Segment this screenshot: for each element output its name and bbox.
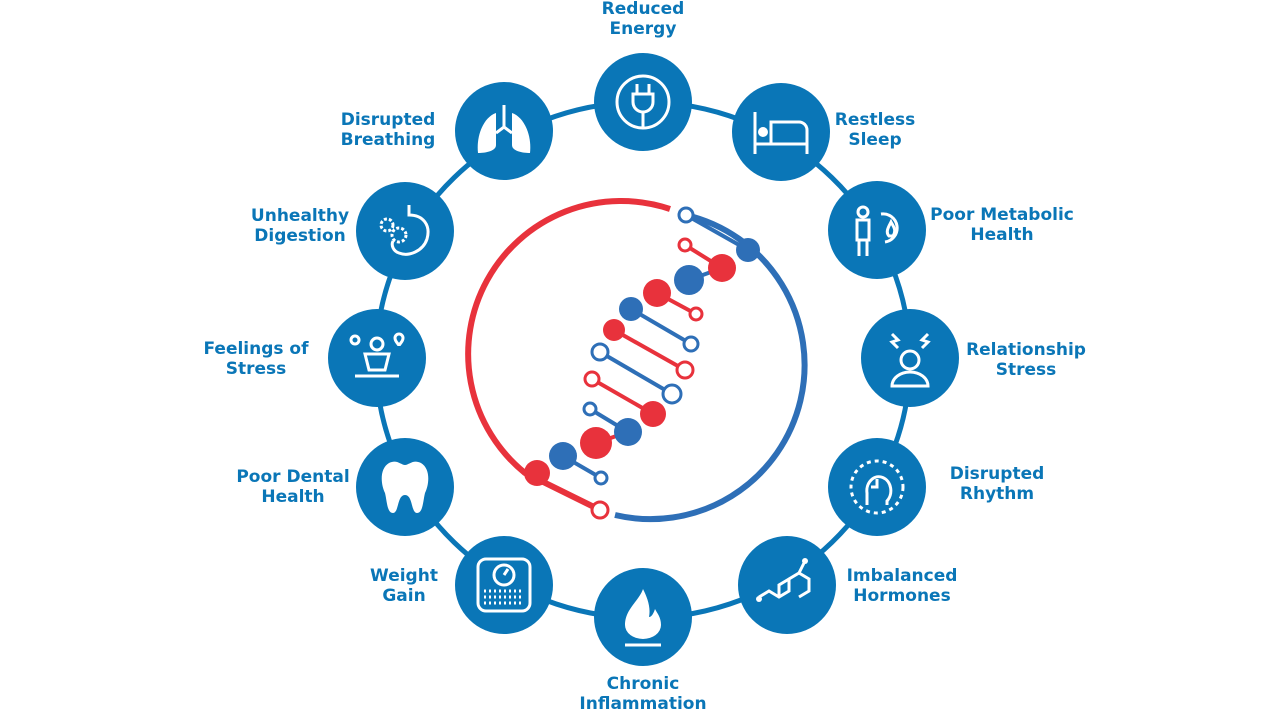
stressed-person-icon: [889, 332, 931, 388]
label-line: Digestion: [254, 226, 346, 246]
label-line: Weight: [370, 566, 438, 586]
label-line: Breathing: [340, 130, 436, 150]
node-disrupted-breathing: [455, 82, 553, 180]
bed-icon: [753, 112, 809, 154]
label-line: Relationship: [966, 340, 1086, 360]
scale-icon: [476, 557, 532, 613]
node-poor-dental-health: [356, 438, 454, 536]
plug-icon: [615, 74, 671, 130]
node-relationship-stress: [861, 309, 959, 407]
node-imbalanced-hormones: [738, 536, 836, 634]
label-line: Hormones: [853, 586, 951, 606]
label-line: Gain: [382, 586, 426, 606]
outer-ring: [373, 99, 913, 621]
label-line: Health: [970, 225, 1034, 245]
node-disrupted-rhythm: [828, 438, 926, 536]
label-line: Poor Dental: [236, 467, 350, 487]
label-line: Reduced: [601, 0, 685, 19]
node-poor-metabolic-health: [828, 181, 926, 279]
label-line: Restless: [834, 110, 916, 130]
label-line: Health: [261, 487, 325, 507]
lungs-icon: [477, 105, 531, 153]
tooth-icon: [381, 461, 429, 513]
stomach-gears-icon: [379, 205, 430, 256]
label-line: Imbalanced: [846, 566, 958, 586]
label-line: Energy: [609, 19, 677, 39]
label-line: Chronic: [606, 674, 680, 694]
dna-icon: [465, 198, 808, 523]
flame-icon: [625, 589, 661, 647]
meditation-icon: [349, 332, 405, 378]
node-weight-gain: [455, 536, 553, 634]
label-line: Disrupted: [949, 464, 1045, 484]
label-line: Inflammation: [579, 694, 707, 714]
label-line: Poor Metabolic: [930, 205, 1074, 225]
node-restless-sleep: [732, 83, 830, 181]
label-line: Sleep: [848, 130, 902, 150]
label-line: Stress: [225, 359, 287, 379]
label-line: Rhythm: [959, 484, 1035, 504]
label-line: Feelings of: [203, 339, 309, 359]
steroid-molecule-icon: [756, 558, 811, 602]
label-line: Stress: [995, 360, 1057, 380]
label-line: Disrupted: [340, 110, 436, 130]
node-unhealthy-digestion: [356, 182, 454, 280]
circadian-head-icon: [849, 459, 905, 515]
label-line: Unhealthy: [250, 206, 350, 226]
metabolism-icon: [855, 205, 899, 256]
node-chronic-inflammation: [594, 568, 692, 666]
node-feelings-of-stress: [328, 309, 426, 407]
node-reduced-energy: [594, 53, 692, 151]
